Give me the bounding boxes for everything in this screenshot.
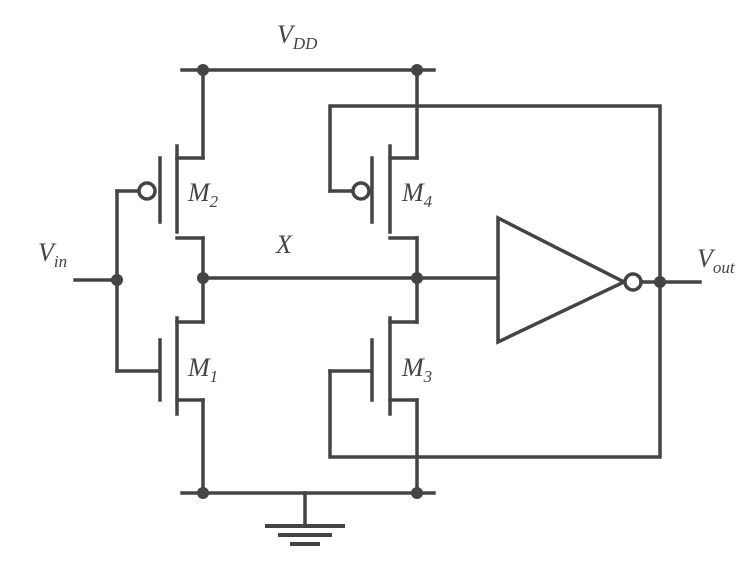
inverter — [496, 215, 702, 345]
label-m3: M3 — [402, 353, 433, 386]
transistor-m2 — [115, 68, 205, 280]
m2-gate-bubble — [137, 181, 157, 201]
ground-symbol — [265, 491, 345, 546]
label-vin: Vin — [38, 238, 68, 271]
inverter-output-bubble — [623, 272, 643, 292]
label-m1: M1 — [188, 353, 219, 386]
transistor-m4 — [328, 68, 419, 280]
junction-dot — [411, 272, 423, 284]
label-vdd: VDD — [277, 20, 318, 53]
junction-dot — [111, 274, 123, 286]
junction-dot — [197, 272, 209, 284]
feedback-bottom — [328, 280, 662, 459]
label-m4: M4 — [402, 178, 433, 211]
feedback-top — [328, 104, 662, 284]
junction-dot — [197, 487, 209, 499]
label-node-x: X — [276, 230, 292, 259]
junction-dot — [411, 64, 423, 76]
junction-dot — [654, 276, 666, 288]
m4-gate-bubble — [351, 181, 371, 201]
label-vout: Vout — [697, 244, 735, 277]
junction-dot — [411, 487, 423, 499]
junction-dot — [197, 64, 209, 76]
transistor-m3 — [328, 276, 419, 495]
transistor-m1 — [115, 276, 205, 495]
label-m2: M2 — [188, 178, 219, 211]
